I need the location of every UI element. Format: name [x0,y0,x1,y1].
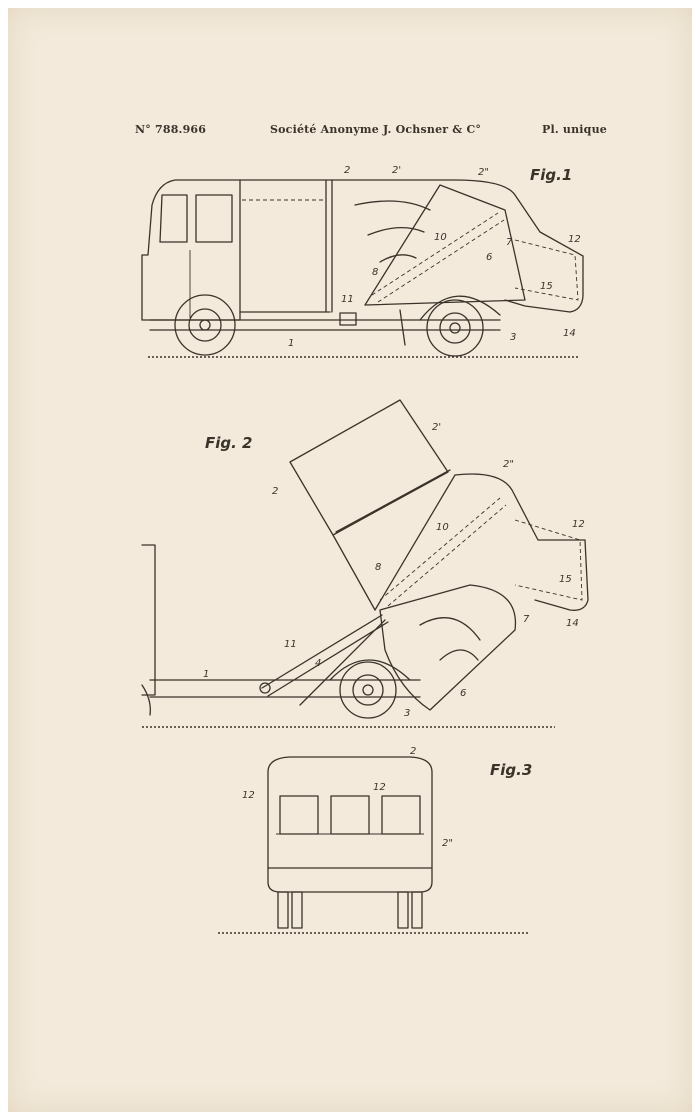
fig2-label: 15 [559,574,572,585]
fig2-body-seam [335,469,451,533]
fig2-rear-axle [362,684,374,696]
fig1-label: 15 [540,281,553,292]
fig2-label: 12 [572,519,585,530]
fig1-ram [399,309,406,346]
fig1-label: 3 [510,332,516,343]
fig2-rear-hidden [514,519,583,601]
fig2-lift-arm-11b [267,621,389,697]
fig1-label: 14 [563,328,576,339]
fig1-body-outline [239,179,584,313]
applicant-name: Société Anonyme J. Ochsner & C° [270,123,482,136]
patent-number: N° 788.966 [135,123,207,136]
fig3-bin-right [381,795,421,835]
fig2-hopper [374,473,589,611]
fig2-lift-arm-11 [261,614,383,689]
fig2-rear-hub [352,674,384,706]
fig1-front-wheel [174,294,236,356]
fig3-wheel-4 [411,891,423,929]
fig3-bin-left [279,795,319,835]
fig2-label: 1 [203,669,209,680]
fig1-label: 2 [344,165,350,176]
fig1-rear-hub [439,312,471,344]
fig1-label: 7 [506,237,513,248]
fig1-arm-10 [371,212,499,296]
fig2-front-wheel-arc [141,684,151,716]
figure-3: Fig.3 2 12 12 2" [218,746,532,934]
fig3-wheel-3 [397,891,409,929]
fig1-cab-window-front [159,194,188,243]
fig1-label: 1 [288,338,294,349]
fig1-rear-axle [449,322,461,334]
fig2-body-side [332,534,376,611]
fig2-label: 14 [566,618,579,629]
fig1-pivot-11 [339,312,357,326]
fig2-ram-4 [299,619,386,706]
fig2-label: 4 [315,658,321,669]
fig2-scoop-rib-2 [439,649,479,661]
fig1-label: 2' [392,165,401,176]
fig1-label: 2" [478,167,489,178]
fig2-body-raised [289,399,449,536]
fig2-rear-fender [329,659,411,681]
fig1-rear-fender [419,295,501,321]
fig2-label: 8 [375,562,381,573]
fig1-cab-window-door [195,194,233,243]
fig1-rib-1 [354,200,431,211]
fig1-label: 10 [434,232,447,243]
fig2-label: 3 [404,708,410,719]
fig2-rear-wheel [339,661,397,719]
figure-3-title: Fig.3 [490,761,532,779]
fig2-pivot [259,682,271,694]
fig3-label: 12 [242,790,255,801]
fig1-rib-3 [379,254,417,263]
fig2-arm-10b [387,504,507,607]
fig2-scoop [379,584,517,711]
fig3-bin-middle [330,795,370,835]
fig3-body [267,756,433,893]
fig2-label: 2' [432,422,441,433]
fig2-label: 7 [523,614,530,625]
figure-1: Fig.1 2 2' [141,165,584,358]
fig3-label: 2 [410,746,416,757]
figure-2-title: Fig. 2 [205,434,252,452]
fig3-label: 2" [442,838,453,849]
fig1-rear-hidden [514,239,579,301]
patent-sheet [8,8,692,1112]
fig1-label: 8 [372,267,378,278]
figure-1-title: Fig.1 [530,166,572,184]
fig2-label: 2" [503,459,514,470]
fig1-label: 12 [568,234,581,245]
fig3-wheel-2 [291,891,303,929]
fig2-arm-10 [379,497,501,601]
fig2-label: 10 [436,522,449,533]
fig2-scoop-rib-1 [419,617,481,641]
fig1-label: 6 [486,252,492,263]
fig1-cab [141,179,241,321]
plate-label: Pl. unique [542,123,607,136]
fig1-hopper [364,184,526,306]
fig2-label: 6 [460,688,466,699]
fig1-label: 11 [341,294,354,305]
fig3-wheel-1 [277,891,289,929]
fig1-front-hub [188,308,222,342]
figure-2: Fig. 2 2' 2 2" 12 10 8 15 7 [141,399,589,728]
fig1-front-axle [199,319,211,331]
fig1-rear-wheel [426,299,484,357]
fig2-label: 11 [284,639,297,650]
fig3-label: 12 [373,782,386,793]
fig1-rib-2 [367,227,425,236]
fig2-cab-stub [141,544,156,696]
fig2-label: 2 [272,486,278,497]
